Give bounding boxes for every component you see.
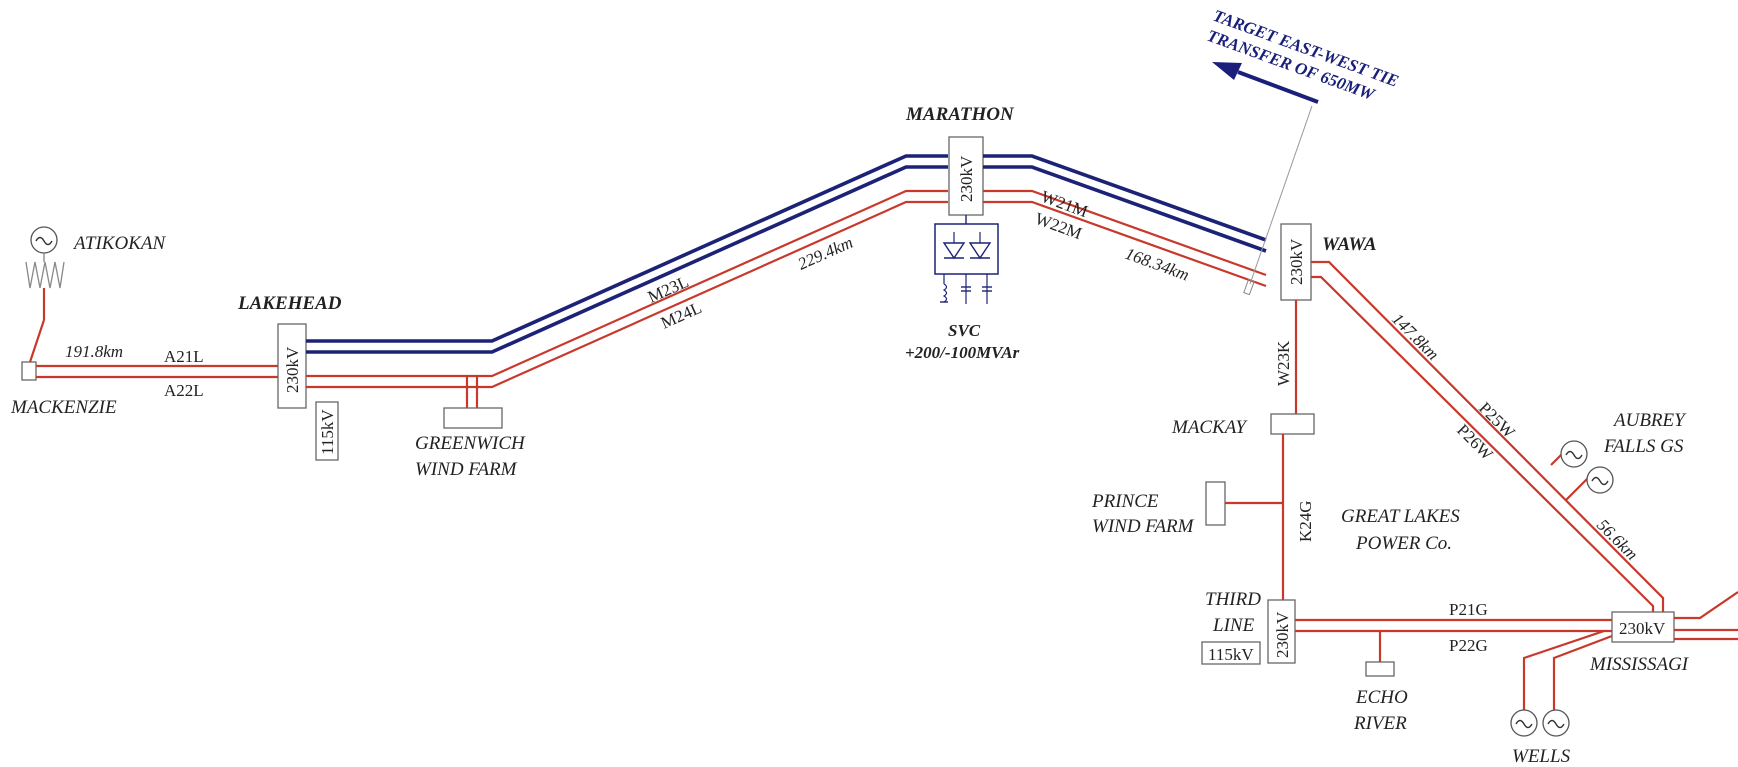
line-w21m (983, 189, 1267, 277)
third-line-label-1: THIRD (1205, 589, 1261, 610)
prince-label-2: WIND FARM (1092, 516, 1195, 537)
mackay-bus (1270, 413, 1315, 435)
wells-generators (1510, 709, 1570, 737)
line-p25w (1311, 260, 1665, 612)
line-new-lakehead-marathon-2 (306, 165, 948, 354)
third-line-label-2: LINE (1212, 615, 1255, 636)
line-new-marathon-wawa-2 (983, 165, 1267, 253)
mississagi-label: MISSISSAGI (1589, 654, 1690, 675)
svc-device (934, 215, 999, 304)
lakehead-115kv-bus (315, 401, 339, 461)
line-new-lakehead-marathon-1 (306, 154, 948, 343)
line-p26w (1311, 275, 1655, 612)
aubrey-label-2: FALLS GS (1603, 436, 1684, 457)
circuit-p21g: P21G (1449, 600, 1488, 619)
third-line-voltage: 230kV (1273, 611, 1292, 658)
line-w22m (983, 200, 1267, 288)
greenwich-wind-farm-bus (443, 407, 503, 429)
mississagi-voltage: 230kV (1619, 619, 1666, 638)
third-line-115kv-label: 115kV (1208, 645, 1254, 664)
distance-aubrey-mississagi: 56.6km (1593, 515, 1641, 563)
prince-wind-farm-bus (1205, 481, 1226, 526)
svc-label: SVC (948, 321, 981, 340)
target-transfer-arrow (1212, 62, 1319, 296)
aubrey-label-1: AUBREY (1612, 410, 1687, 431)
atikokan-generator (25, 226, 65, 363)
wawa-voltage: 230kV (1287, 238, 1306, 285)
atikokan-label: ATIKOKAN (72, 233, 166, 254)
echo-river-label-2: RIVER (1353, 713, 1407, 734)
line-m23l (306, 189, 948, 378)
mississagi-substation (1611, 611, 1675, 643)
wawa-substation (1280, 223, 1312, 301)
echo-river-bus (1365, 661, 1395, 677)
lakehead-label: LAKEHEAD (237, 293, 342, 314)
region-label-1: GREAT LAKES (1341, 506, 1460, 527)
third-line-substation (1267, 599, 1296, 664)
marathon-voltage: 230kV (957, 155, 976, 202)
lakehead-substation (277, 323, 307, 409)
circuit-k24g: K24G (1296, 500, 1315, 542)
line-m24l (306, 200, 948, 389)
circuit-w23k: W23K (1274, 340, 1293, 386)
circuit-p22g: P22G (1449, 636, 1488, 655)
marathon-label: MARATHON (905, 104, 1015, 125)
distance-wawa-mississagi: 147.8km (1388, 309, 1443, 364)
echo-river-label-1: ECHO (1355, 687, 1408, 708)
greenwich-label-1: GREENWICH (415, 433, 526, 454)
circuit-a22l: A22L (164, 381, 204, 400)
greenwich-label-2: WIND FARM (415, 459, 518, 480)
third-line-115kv-bus (1201, 641, 1261, 665)
line-new-marathon-wawa-1 (983, 154, 1267, 242)
prince-label-1: PRINCE (1091, 491, 1159, 512)
mackenzie-bus (21, 361, 37, 381)
wells-label: WELLS (1512, 746, 1571, 767)
lakehead-voltage: 230kV (283, 346, 302, 393)
distance-marathon-wawa: 168.34km (1123, 244, 1192, 285)
distance-mackenzie-lakehead: 191.8km (65, 342, 123, 361)
region-label-2: POWER Co. (1355, 533, 1452, 554)
aubrey-falls-generators (1550, 440, 1614, 501)
wawa-label: WAWA (1322, 234, 1377, 255)
lakehead-115kv-label: 115kV (318, 409, 337, 455)
svc-rating: +200/-100MVAr (905, 343, 1020, 362)
mackenzie-label: MACKENZIE (10, 397, 117, 418)
circuit-a21l: A21L (164, 347, 204, 366)
mackay-label: MACKAY (1171, 417, 1248, 438)
